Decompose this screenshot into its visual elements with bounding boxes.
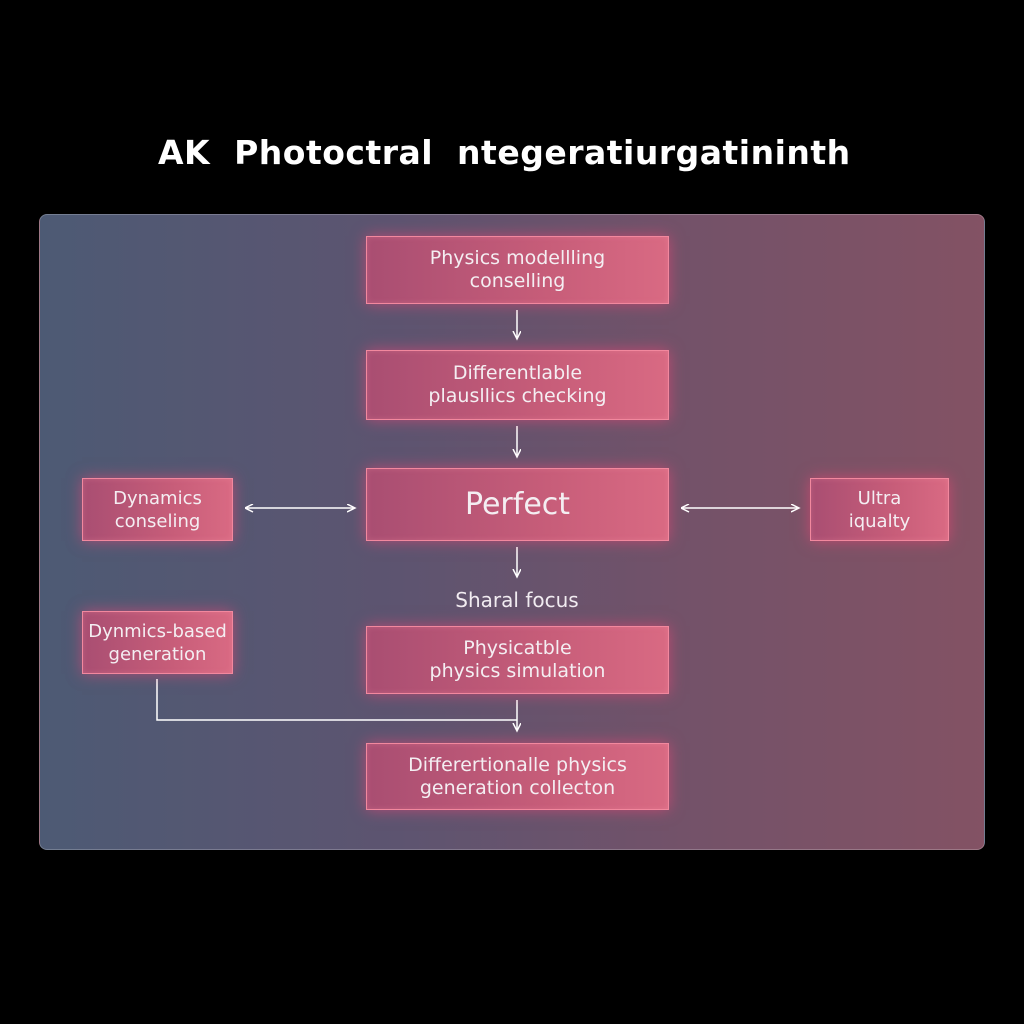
node-physicatble-simulation: Physicatble physics simulation [366,626,669,694]
node-physics-modelling: Physics modellling conselling [366,236,669,304]
node-perfect: Perfect [366,468,669,541]
node-differentionalle-generation: Differertionalle physics generation coll… [366,743,669,810]
node-ultra-quality: Ultra iqualty [810,478,949,541]
diagram-title: AK Photoctral ntegeratiurgatininth [158,133,851,172]
node-dynamics-conseling: Dynamics conseling [82,478,233,541]
node-dynamics-based-generation: Dynmics-based generation [82,611,233,674]
label-sharal-focus: Sharal focus [455,588,579,612]
node-differentiable-plausibility: Differentlable plausllics checking [366,350,669,420]
